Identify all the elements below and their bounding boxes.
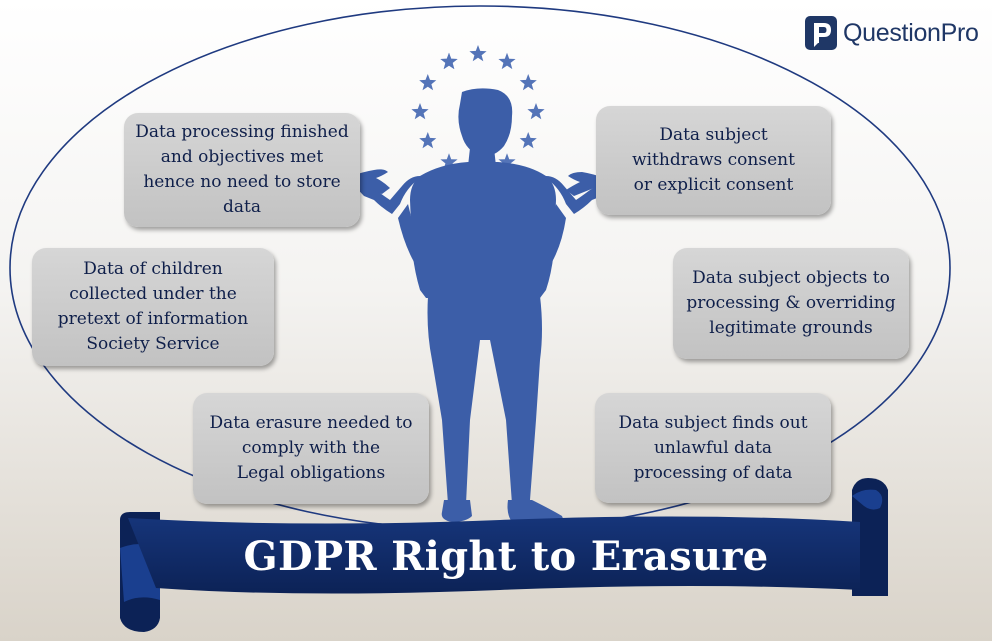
star-icon <box>469 45 487 62</box>
star-icon <box>498 52 516 70</box>
erasure-reason-box: Data processing finished and objectives … <box>124 113 360 227</box>
star-icon <box>440 153 458 170</box>
star-icon <box>519 132 537 149</box>
brand-name: QuestionPro <box>843 18 979 47</box>
erasure-reason-box: Data erasure needed to comply with the L… <box>193 393 429 504</box>
banner-title: GDPR Right to Erasure <box>243 532 769 580</box>
title-banner <box>120 478 888 632</box>
star-icon <box>419 132 437 149</box>
star-icon <box>440 52 458 70</box>
star-icon <box>411 103 429 120</box>
star-icon <box>498 153 516 170</box>
brand-logo: QuestionPro <box>805 16 979 50</box>
erasure-reason-box: Data subject withdraws consent or explic… <box>596 106 831 215</box>
star-icon <box>527 103 545 120</box>
eu-stars-icon <box>411 45 545 170</box>
star-icon <box>519 74 537 91</box>
erasure-reason-box: Data of children collected under the pre… <box>32 248 274 366</box>
person-shrugging-icon <box>350 88 614 524</box>
erasure-reason-box: Data subject objects to processing & ove… <box>673 248 909 359</box>
star-icon <box>419 74 437 91</box>
erasure-reason-box: Data subject finds out unlawful data pro… <box>595 393 831 503</box>
questionpro-logo-icon <box>805 16 837 50</box>
